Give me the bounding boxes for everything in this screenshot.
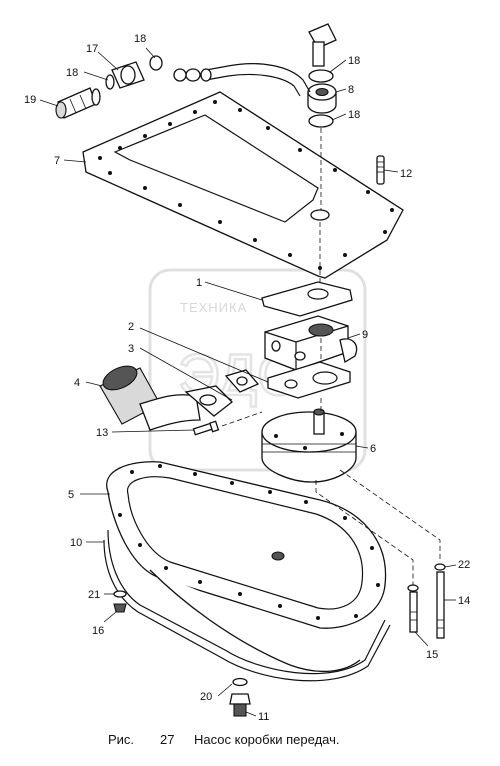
part-1-gasket (261, 281, 353, 317)
callout-12: 12 (400, 168, 412, 180)
callout-21: 21 (88, 589, 100, 601)
callout-3: 3 (128, 343, 134, 355)
figure-caption: Рис. 27 Насос коробки передач. (108, 732, 340, 747)
part-6-pump-body (261, 408, 357, 483)
caption-number: 27 (160, 732, 174, 747)
callout-10: 10 (70, 537, 82, 549)
callout-18-c: 18 (348, 55, 360, 67)
callout-2: 2 (128, 321, 134, 333)
part-7-cover-plate (82, 91, 404, 279)
callout-16: 16 (92, 625, 104, 637)
callout-11: 11 (258, 711, 269, 723)
part-13-bolt (192, 420, 220, 436)
part-17-19-union-set (55, 55, 163, 119)
callout-5: 5 (68, 489, 74, 501)
callout-22: 22 (458, 559, 470, 571)
part-12-stud (376, 155, 385, 185)
callout-8: 8 (348, 84, 354, 96)
callout-19: 19 (24, 94, 36, 106)
caption-title: Насос коробки передач. (194, 732, 340, 747)
callout-6: 6 (370, 443, 376, 455)
part-16-21-plug (113, 590, 127, 613)
assembly-lines (221, 128, 441, 585)
callout-20: 20 (200, 691, 212, 703)
part-20-11-drain-plug (229, 677, 251, 717)
callout-13: 13 (96, 427, 108, 439)
callout-18-d: 18 (348, 109, 360, 121)
part-9-pump-cover (264, 315, 358, 371)
callout-1: 1 (196, 277, 202, 289)
part-5-oil-pan (103, 461, 391, 682)
part-oil-pipe (173, 63, 311, 97)
part-2-gasket (267, 361, 351, 399)
watermark-text: ТЕХНИКА (180, 300, 247, 315)
callout-18-b: 18 (66, 67, 78, 79)
callout-17: 17 (86, 43, 98, 55)
callout-14: 14 (458, 595, 470, 607)
callout-7: 7 (54, 155, 60, 167)
caption-prefix: Рис. (108, 732, 134, 747)
callout-4: 4 (74, 377, 80, 389)
callout-labels: 18 17 18 19 18 8 18 7 12 1 2 3 9 4 6 13 … (24, 33, 470, 723)
callout-15: 15 (426, 649, 438, 661)
callout-9: 9 (362, 329, 368, 341)
part-14-15-22-bolts (407, 563, 446, 639)
leader-lines (39, 47, 457, 717)
part-upper-union-bolt (307, 23, 337, 128)
callout-18-a: 18 (134, 33, 146, 45)
